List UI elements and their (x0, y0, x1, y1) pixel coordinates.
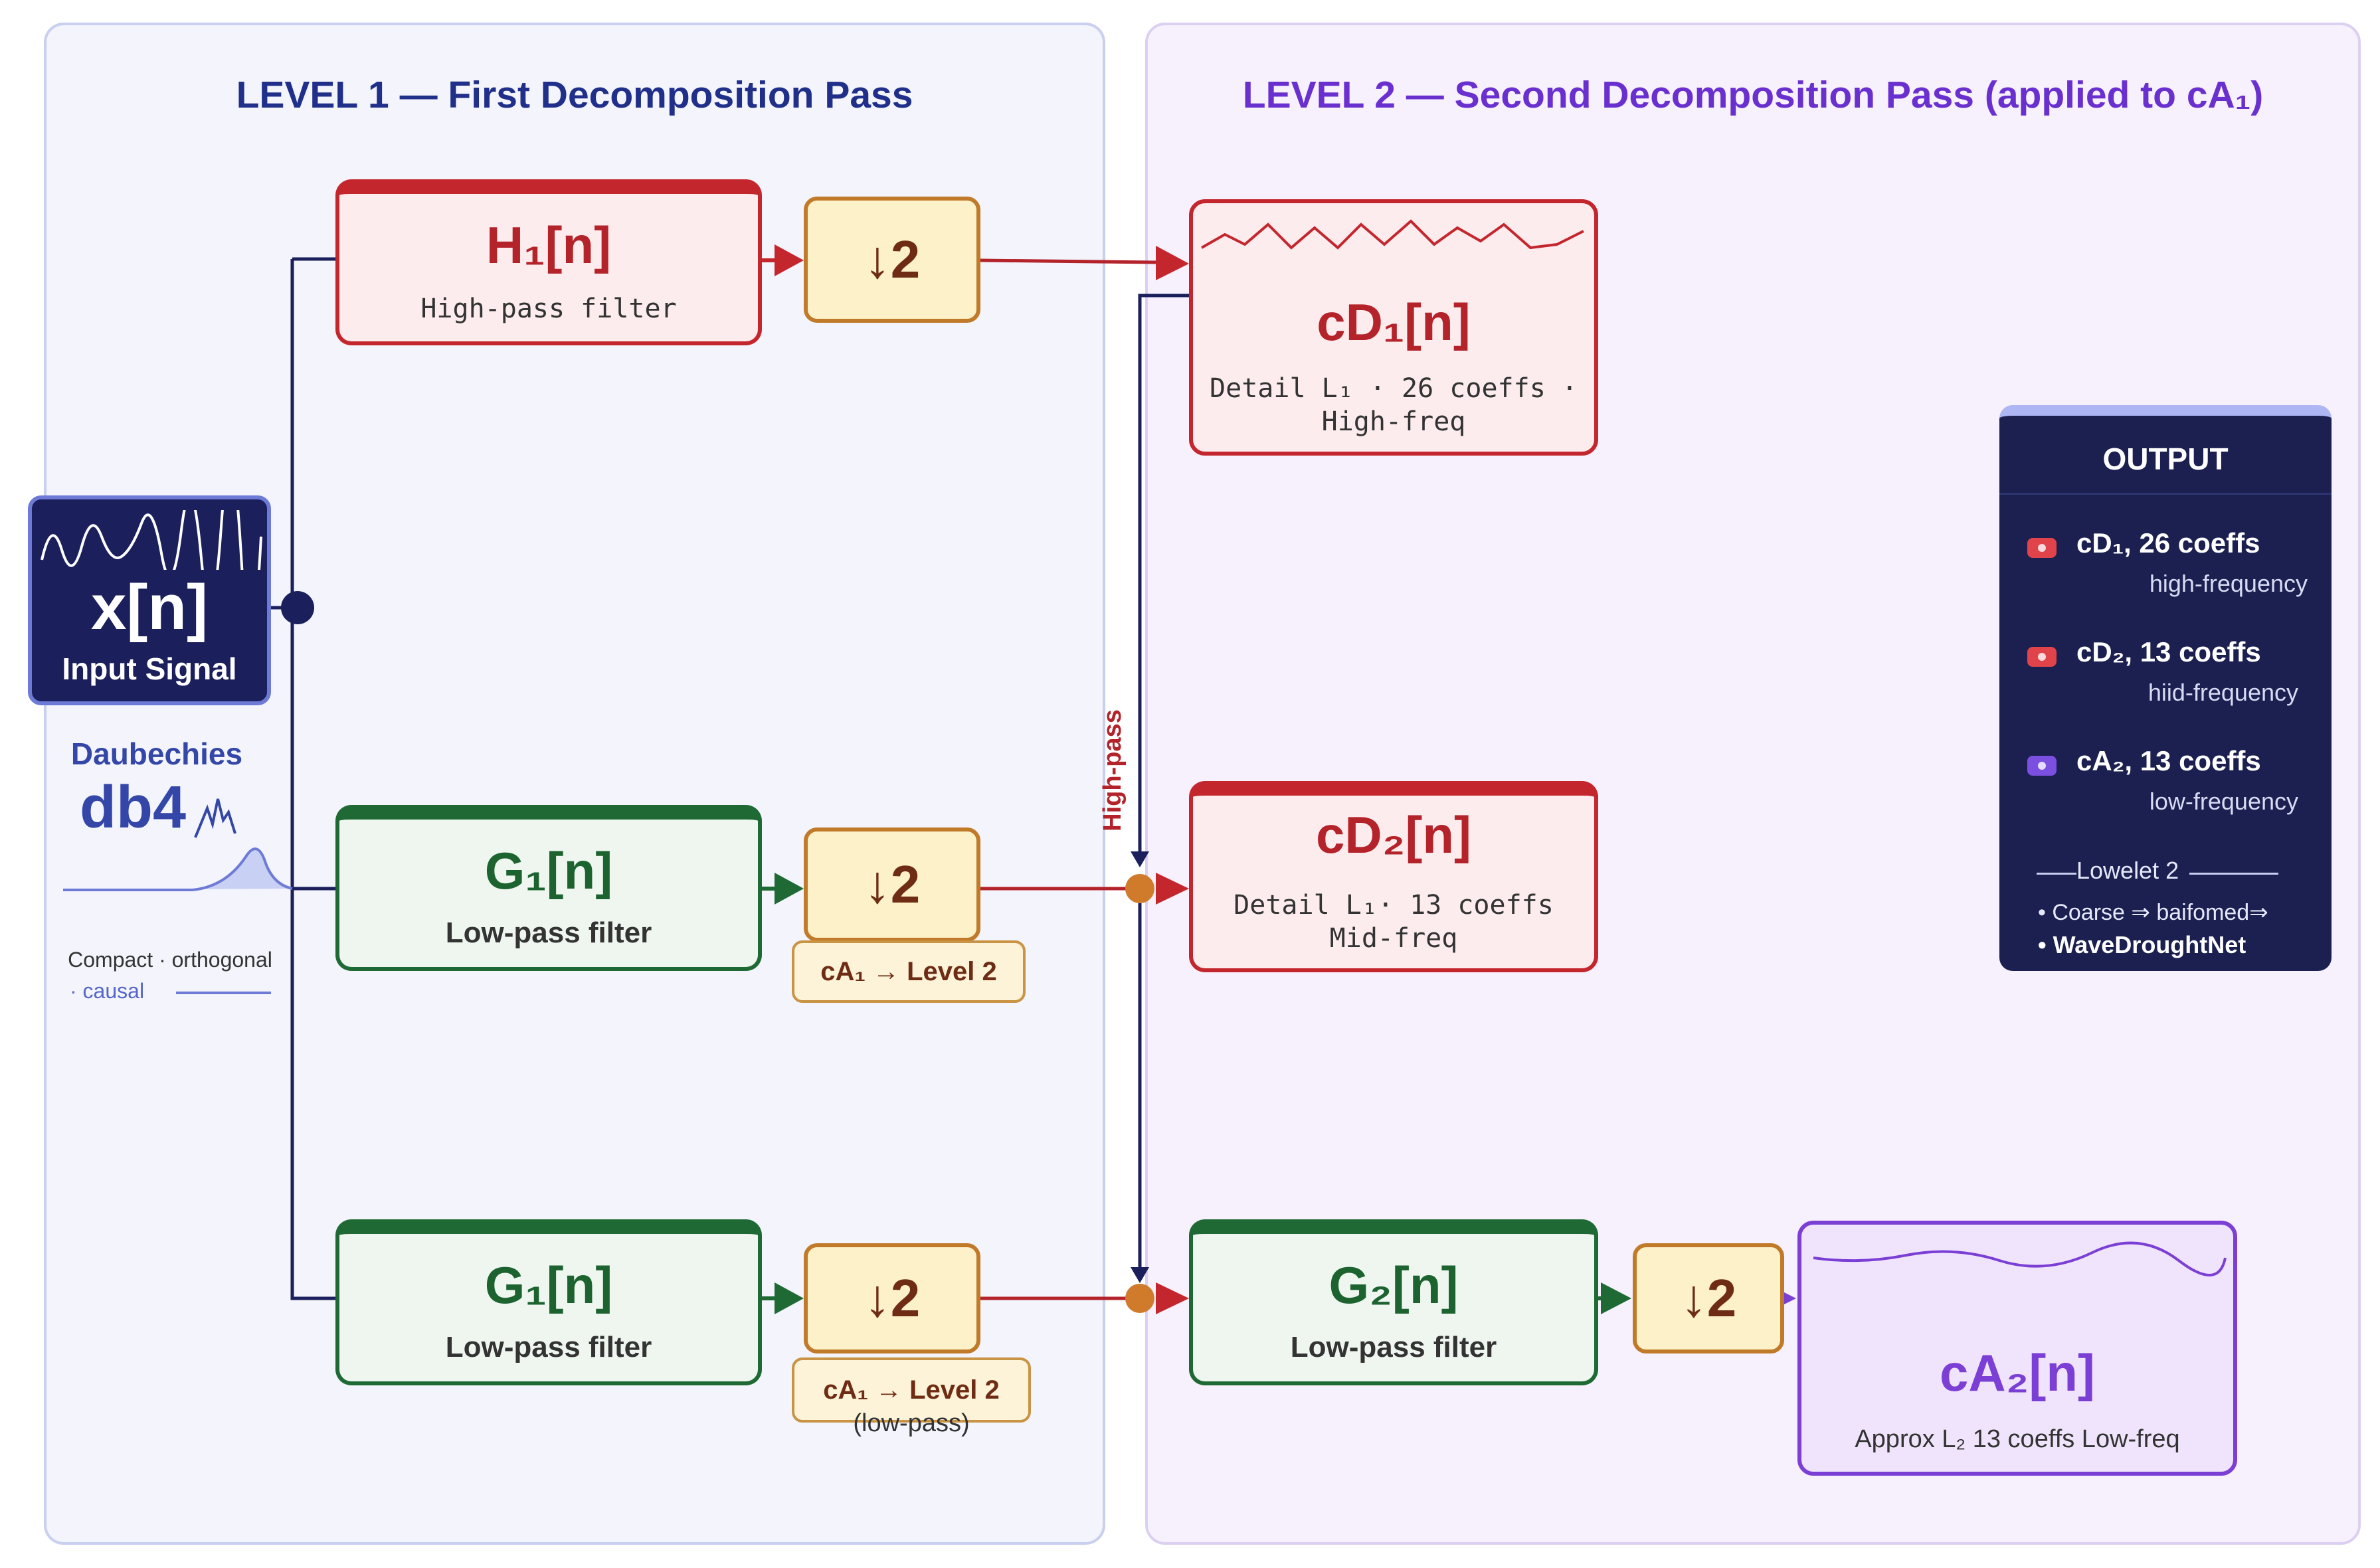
output-item-3-label: cA₂, 13 coeffs (2076, 745, 2261, 776)
output-panel: OUTPUT cD₁, 26 coeffs high-frequency cD₂… (1999, 405, 2332, 971)
cd1-title: cD₁[n] (1317, 293, 1471, 351)
downsample-1: ↓2 (804, 197, 980, 323)
output-note-2: • WaveDroughtNet (2038, 931, 2246, 958)
waveform-icon (41, 510, 262, 570)
downsample-4: ↓2 (1633, 1243, 1784, 1353)
junction-dot (281, 591, 314, 624)
ca2-line1: Approx L₂ 13 coeffs Low-freq (1855, 1425, 2180, 1453)
filter-g1-lower-title: G₁[n] (484, 1256, 613, 1314)
filter-g1-lower: G₁[n] Low-pass filter (335, 1219, 762, 1385)
output-divider-top (1999, 493, 2332, 495)
wavelet-glyph-icon (194, 798, 236, 838)
cd1-line1: Detail L₁ · 26 coeffs · (1210, 373, 1578, 404)
input-label: Input Signal (62, 652, 237, 686)
output-item-1-sub: high-frequency (2149, 570, 2308, 597)
output-item-2-dot (2027, 647, 2057, 667)
output-item-1-dot (2027, 538, 2057, 558)
output-item-3-sub: low-frequency (2149, 788, 2298, 815)
output-divider-label: Lowelet 2 (2076, 857, 2179, 884)
wavelet-note-2: · causal (70, 979, 145, 1003)
output-item-2-label: cD₂, 13 coeffs (2076, 636, 2261, 667)
filter-g1-upper-title: G₁[n] (484, 841, 613, 900)
wavelet-note-1: Compact · orthogonal (68, 948, 272, 972)
level2-title: LEVEL 2 — Second Decomposition Pass (app… (1242, 74, 2264, 116)
ca1-tag-lower: cA₁ → Level 2 (792, 1357, 1031, 1423)
output-ca2-box: cA₂[n] Approx L₂ 13 coeffs Low-freq (1797, 1221, 2237, 1476)
output-cd1-box: cD₁[n] Detail L₁ · 26 coeffs · High-freq (1189, 199, 1598, 456)
ca2-title: cA₂[n] (1940, 1344, 2095, 1402)
output-panel-title: OUTPUT (2102, 442, 2229, 476)
filter-g1-upper-subtitle: Low-pass filter (445, 916, 652, 949)
level1-title: LEVEL 1 — First Decomposition Pass (236, 74, 913, 116)
input-symbol: x[n] (91, 572, 208, 643)
filter-g2: G₂[n] Low-pass filter (1189, 1219, 1598, 1385)
output-note-1: • Coarse ⇒ baifomed⇒ (2038, 900, 2268, 925)
highpass-vertical-label: High-pass (1099, 709, 1127, 831)
ca1-tag-upper: cA₁ → Level 2 (792, 940, 1026, 1003)
downsample-2: ↓2 (804, 828, 980, 942)
cd2-line2: Mid-freq (1329, 923, 1458, 954)
filter-g2-title: G₂[n] (1328, 1256, 1459, 1314)
filter-g1-upper: G₁[n] Low-pass filter (335, 805, 762, 971)
filter-g2-subtitle: Low-pass filter (1290, 1331, 1497, 1363)
cd1-waveform-icon (1201, 219, 1584, 250)
cd2-line1: Detail L₁· 13 coeffs (1234, 890, 1554, 920)
cd2-title: cD₂[n] (1316, 806, 1471, 864)
filter-h1-subtitle: High-pass filter (420, 294, 677, 324)
wavelet-family: Daubechies (70, 737, 243, 771)
filter-g1-lower-subtitle: Low-pass filter (445, 1331, 652, 1363)
ca1-tag-lower-note: (low-pass) (853, 1409, 970, 1437)
output-item-2-sub: hiid-frequency (2148, 679, 2298, 706)
wavelet-name: db4 (80, 774, 187, 841)
filter-h1-title: H₁[n] (486, 216, 612, 274)
input-signal-box: x[n] Input Signal (28, 495, 271, 705)
filter-h1: H₁[n] High-pass filter (335, 179, 762, 345)
output-item-1-label: cD₁, 26 coeffs (2076, 527, 2260, 559)
output-cd2-box: cD₂[n] Detail L₁· 13 coeffs Mid-freq (1189, 781, 1598, 972)
output-divider-line-right (2189, 873, 2278, 875)
output-divider-line-left (2037, 873, 2076, 875)
output-item-3-dot (2027, 756, 2057, 776)
downsample-3: ↓2 (804, 1243, 980, 1353)
ca2-waveform-icon (1813, 1241, 2227, 1276)
cd1-line2: High-freq (1321, 406, 1466, 437)
